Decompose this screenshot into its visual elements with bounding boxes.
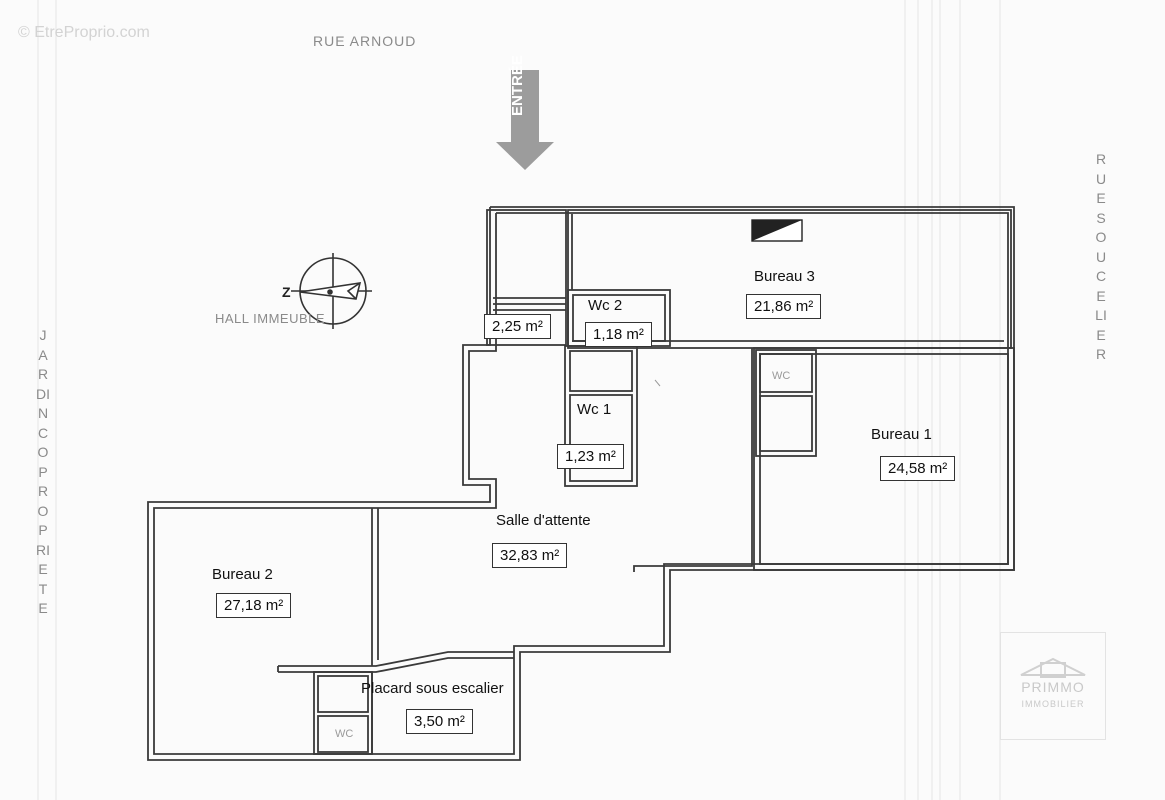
house-logo-icon [1020, 657, 1086, 678]
logo-line1: PRIMMO [1021, 679, 1085, 695]
street-top: RUE ARNOUD [313, 33, 417, 49]
street-left: JARDIN COPROPRIETE [36, 327, 50, 616]
compass-icon [291, 253, 372, 329]
compass-label: Z [282, 284, 291, 300]
wc-label-small: WC [772, 370, 791, 382]
wc-label-small: WC [335, 728, 354, 740]
room-area-wc1: 1,23 m² [557, 444, 624, 469]
hall-label: HALL IMMEUBLE [215, 311, 326, 326]
room-area-bureau3: 21,86 m² [746, 294, 822, 319]
watermark: © EtreProprio.com [18, 24, 150, 41]
background-lines [37, 0, 1001, 800]
room-area-bureau1: 24,58 m² [880, 456, 956, 481]
entrance-label: ENTRÉE [509, 55, 526, 116]
street-right: RUE SOUCELIER [1095, 151, 1107, 362]
logo-line2: IMMOBILIER [1021, 699, 1085, 709]
room-name-salle: Salle d'attente [496, 512, 591, 529]
room-area-stair: 2,25 m² [484, 314, 551, 339]
window-icon [751, 219, 803, 242]
room-area-bureau2: 27,18 m² [216, 593, 292, 618]
walls [147, 206, 1015, 761]
room-name-bureau2: Bureau 2 [212, 566, 273, 583]
room-name-wc1: Wc 1 [577, 401, 612, 418]
room-area-wc2: 1,18 m² [585, 322, 652, 347]
room-name-bureau3: Bureau 3 [754, 268, 815, 285]
company-logo: PRIMMO IMMOBILIER [1000, 632, 1106, 740]
room-name-placard: Placard sous escalier [361, 680, 504, 697]
room-area-placard: 3,50 m² [406, 709, 473, 734]
room-name-wc2: Wc 2 [588, 297, 623, 314]
room-name-bureau1: Bureau 1 [871, 426, 932, 443]
entrance-arrow [496, 70, 554, 170]
room-area-salle: 32,83 m² [492, 543, 568, 568]
stair-arrow-icon [654, 379, 661, 387]
